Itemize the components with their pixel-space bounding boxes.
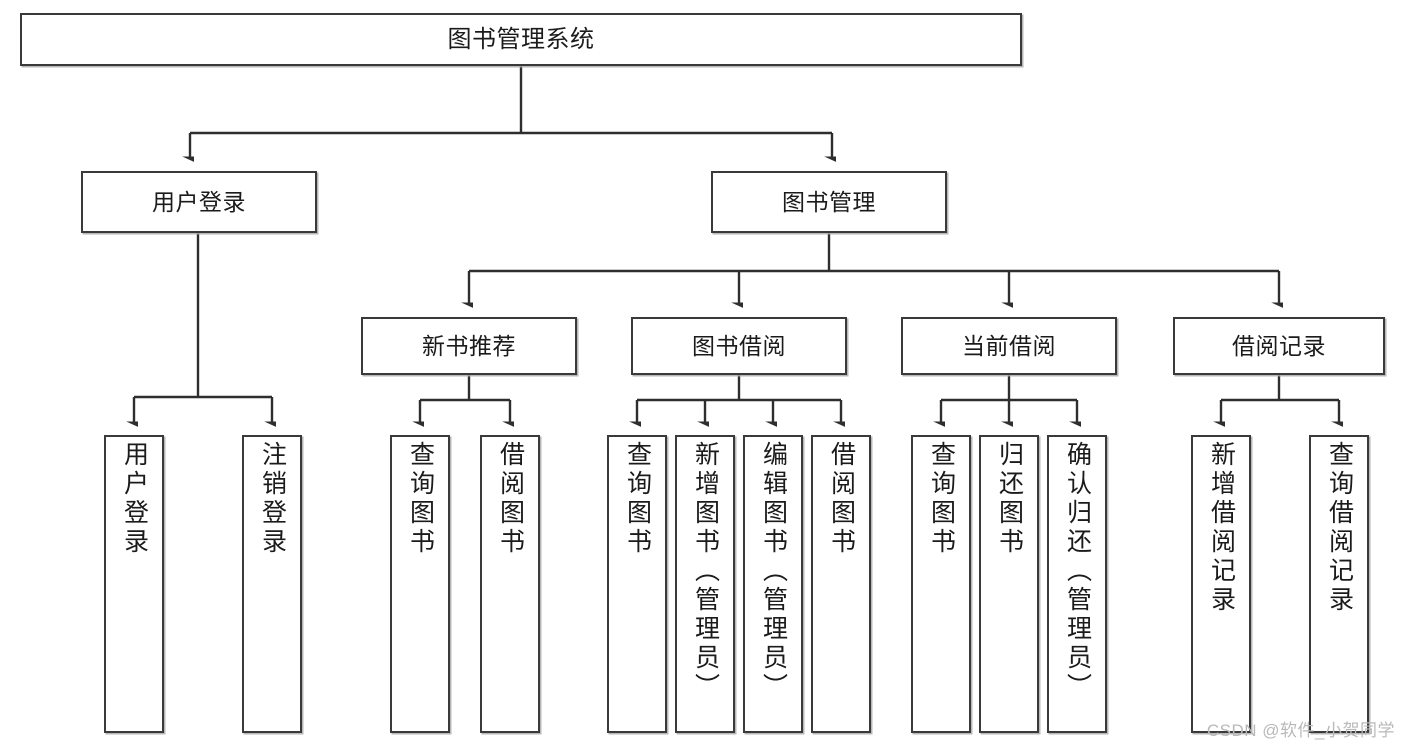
- node-leaf-borrow-book-2[interactable]: 借阅图书: [811, 435, 871, 733]
- node-book-manage[interactable]: 图书管理: [711, 171, 947, 233]
- node-user-login-label: 用户登录: [152, 188, 246, 215]
- node-root-label: 图书管理系统: [447, 25, 595, 53]
- node-leaf-user-login-label: 用户登录: [120, 441, 149, 557]
- node-leaf-user-login[interactable]: 用户登录: [104, 435, 164, 733]
- node-leaf-add-record[interactable]: 新增借阅记录: [1191, 435, 1251, 733]
- node-leaf-add-record-label: 新增借阅记录: [1207, 441, 1236, 615]
- node-new-book-recommend-label: 新书推荐: [422, 332, 516, 359]
- node-borrow-record-label: 借阅记录: [1232, 332, 1326, 359]
- node-leaf-query-record-label: 查询借阅记录: [1325, 441, 1354, 615]
- node-current-borrow[interactable]: 当前借阅: [901, 317, 1117, 375]
- node-book-borrow[interactable]: 图书借阅: [631, 317, 847, 375]
- node-leaf-add-book-label: 新增图书（管理员）: [691, 441, 720, 702]
- node-leaf-query-book-3-label: 查询图书: [927, 441, 956, 557]
- node-leaf-borrow-book-2-label: 借阅图书: [827, 441, 856, 557]
- node-leaf-confirm-return-label: 确认归还（管理员）: [1063, 441, 1092, 702]
- node-borrow-record[interactable]: 借阅记录: [1173, 317, 1385, 375]
- node-leaf-query-book-2[interactable]: 查询图书: [607, 435, 667, 733]
- node-leaf-query-book-1-label: 查询图书: [406, 441, 435, 557]
- node-leaf-query-record[interactable]: 查询借阅记录: [1309, 435, 1369, 733]
- node-leaf-user-logout[interactable]: 注销登录: [242, 435, 302, 733]
- node-leaf-add-book[interactable]: 新增图书（管理员）: [675, 435, 735, 733]
- node-new-book-recommend[interactable]: 新书推荐: [361, 317, 577, 375]
- node-leaf-query-book-2-label: 查询图书: [623, 441, 652, 557]
- watermark: CSDN @软件_小贺同学: [1206, 721, 1395, 740]
- node-leaf-borrow-book-1[interactable]: 借阅图书: [480, 435, 540, 733]
- node-leaf-return-book[interactable]: 归还图书: [979, 435, 1039, 733]
- node-leaf-query-book-3[interactable]: 查询图书: [911, 435, 971, 733]
- node-book-borrow-label: 图书借阅: [692, 332, 786, 359]
- node-leaf-edit-book[interactable]: 编辑图书（管理员）: [743, 435, 803, 733]
- node-current-borrow-label: 当前借阅: [962, 332, 1056, 359]
- node-user-login[interactable]: 用户登录: [81, 171, 317, 233]
- node-leaf-return-book-label: 归还图书: [995, 441, 1024, 557]
- node-book-manage-label: 图书管理: [782, 188, 876, 215]
- node-root[interactable]: 图书管理系统: [20, 13, 1022, 66]
- node-leaf-user-logout-label: 注销登录: [258, 441, 287, 557]
- node-leaf-query-book-1[interactable]: 查询图书: [390, 435, 450, 733]
- node-leaf-edit-book-label: 编辑图书（管理员）: [759, 441, 788, 702]
- node-leaf-borrow-book-1-label: 借阅图书: [496, 441, 525, 557]
- node-leaf-confirm-return[interactable]: 确认归还（管理员）: [1047, 435, 1107, 733]
